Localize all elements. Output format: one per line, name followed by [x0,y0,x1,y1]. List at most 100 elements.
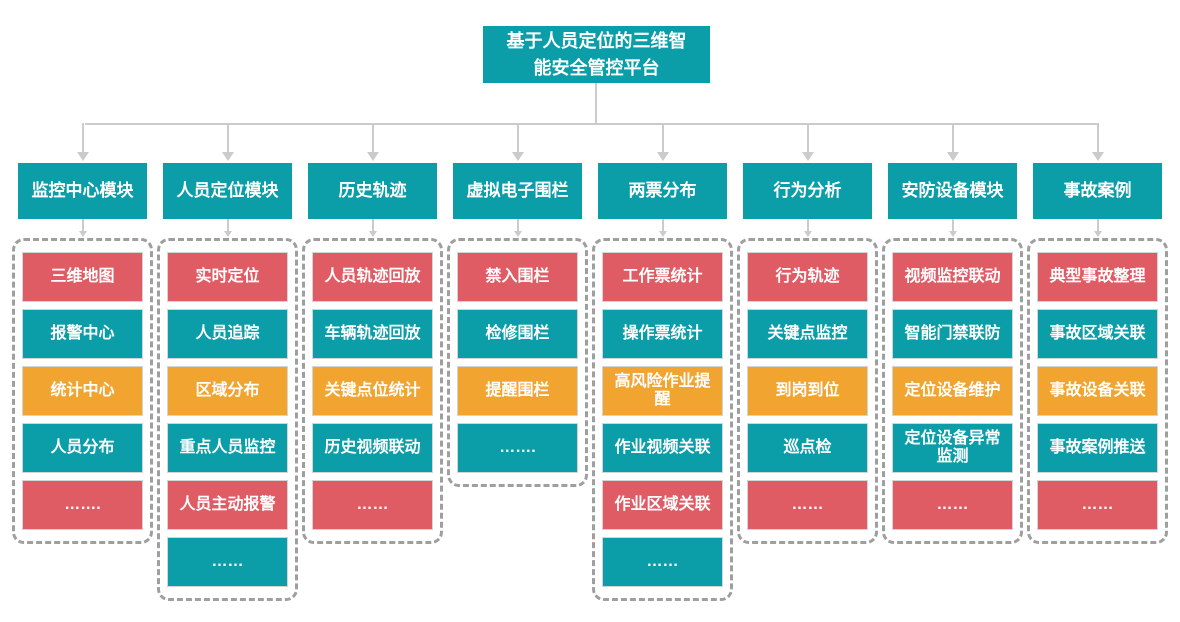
module-item-label: ……. [499,438,536,456]
module-item: 关键点位统计 [312,366,433,416]
module-item-label: ……. [64,495,101,513]
columns: 监控中心模块 三维地图 报警中心 统计中心 人员分布 ……. [10,123,1170,601]
module-item-label: 统计中心 [50,381,115,399]
module-header: 监控中心模块 [18,163,147,219]
module-item: 视频监控联动 [892,252,1013,302]
module-item: 提醒围栏 [457,366,578,416]
module-header-label: 两票分布 [628,180,697,200]
module-item: 实时定位 [167,252,288,302]
connector-stub [445,219,590,238]
module-item-label: 人员主动报警 [179,495,276,513]
module-items: 行为轨迹 关键点监控 到岗到位 巡点检 …… [737,238,878,544]
module-item: 行为轨迹 [747,252,868,302]
module-item: 重点人员监控 [167,423,288,473]
module-items: 禁入围栏 检修围栏 提醒围栏 ……. [447,238,588,487]
module-item-label: 人员轨迹回放 [324,267,421,285]
arrow-down-icon [76,152,89,161]
arrow-down-icon [946,152,959,161]
connector-stub [10,219,155,238]
module-column: 安防设备模块 视频监控联动 智能门禁联防 定位设备维护 定位设备异常 监测 …… [880,123,1025,544]
module-item: 关键点监控 [747,309,868,359]
module-item: …… [312,480,433,530]
module-item: 事故案例推送 [1037,423,1158,473]
connector-stub [300,219,445,238]
module-item: 人员分布 [22,423,143,473]
module-header: 虚拟电子围栏 [453,163,582,219]
module-item: ……. [457,423,578,473]
module-item-label: 作业区域关联 [614,495,711,513]
module-item: 定位设备维护 [892,366,1013,416]
connector-drop [445,123,590,163]
module-item-label: …… [936,495,969,513]
connector-stub-line [951,219,954,232]
module-item-label: 历史视频联动 [324,438,421,456]
connector-drop-line [951,123,954,153]
arrow-down-icon [511,152,524,161]
module-item-label: 工作票统计 [622,267,703,285]
connector-stub-line [661,219,664,232]
connector-drop-line [371,123,374,153]
connector-root-stem [595,83,597,124]
module-item-label: 关键点监控 [767,324,848,342]
module-item: 到岗到位 [747,366,868,416]
connector-drop [10,123,155,163]
connector-stub-line [806,219,809,232]
connector-bus-line [85,123,1097,125]
connector-drop-line [81,123,84,153]
arrow-down-icon [1093,231,1102,237]
connector-stub [1025,219,1170,238]
arrow-down-icon [368,231,377,237]
module-header-label: 历史轨迹 [338,180,407,200]
arrow-down-icon [803,231,812,237]
module-item-label: 视频监控联动 [904,267,1001,285]
module-column: 监控中心模块 三维地图 报警中心 统计中心 人员分布 ……. [10,123,155,544]
connector-drop [300,123,445,163]
module-item: 事故设备关联 [1037,366,1158,416]
module-item-label: 人员追踪 [195,324,260,342]
module-item-label: 行为轨迹 [775,267,840,285]
module-item-label: 定位设备维护 [904,381,1001,399]
connector-stub-line [226,219,229,232]
module-item-label: 到岗到位 [775,381,840,399]
module-item-label: …… [1081,495,1114,513]
module-item-label: 定位设备异常 监测 [904,429,1001,465]
module-item-label: 人员分布 [50,438,115,456]
connector-stub [155,219,300,238]
module-item: 统计中心 [22,366,143,416]
module-item: …… [747,480,868,530]
module-column: 人员定位模块 实时定位 人员追踪 区域分布 重点人员监控 人员主动报警 …… [155,123,300,601]
module-items: 三维地图 报警中心 统计中心 人员分布 ……. [12,238,153,544]
arrow-down-icon [366,152,379,161]
module-header: 安防设备模块 [888,163,1017,219]
connector-drop [880,123,1025,163]
module-item-label: 区域分布 [195,381,260,399]
module-item-label: 高风险作业提 醒 [614,372,711,408]
module-item: 车辆轨迹回放 [312,309,433,359]
module-item: 定位设备异常 监测 [892,423,1013,473]
module-item: 三维地图 [22,252,143,302]
module-item: 历史视频联动 [312,423,433,473]
module-item: 人员主动报警 [167,480,288,530]
module-item: …… [892,480,1013,530]
connector-stub-line [516,219,519,232]
arrow-down-icon [658,231,667,237]
module-item: 工作票统计 [602,252,723,302]
module-item: 操作票统计 [602,309,723,359]
module-item-label: …… [211,552,244,570]
module-item: 报警中心 [22,309,143,359]
module-item-label: …… [646,552,679,570]
module-header-label: 行为分析 [773,180,842,200]
connector-drop [590,123,735,163]
module-item-label: 提醒围栏 [485,381,550,399]
module-header: 行为分析 [743,163,872,219]
module-column: 行为分析 行为轨迹 关键点监控 到岗到位 巡点检 …… [735,123,880,544]
connector-drop [1025,123,1170,163]
module-item-label: 事故案例推送 [1049,438,1146,456]
module-item: 人员追踪 [167,309,288,359]
module-item-label: 事故设备关联 [1049,381,1146,399]
module-item: …… [167,537,288,587]
module-column: 虚拟电子围栏 禁入围栏 检修围栏 提醒围栏 ……. [445,123,590,487]
module-item: 事故区域关联 [1037,309,1158,359]
module-items: 实时定位 人员追踪 区域分布 重点人员监控 人员主动报警 …… [157,238,298,601]
